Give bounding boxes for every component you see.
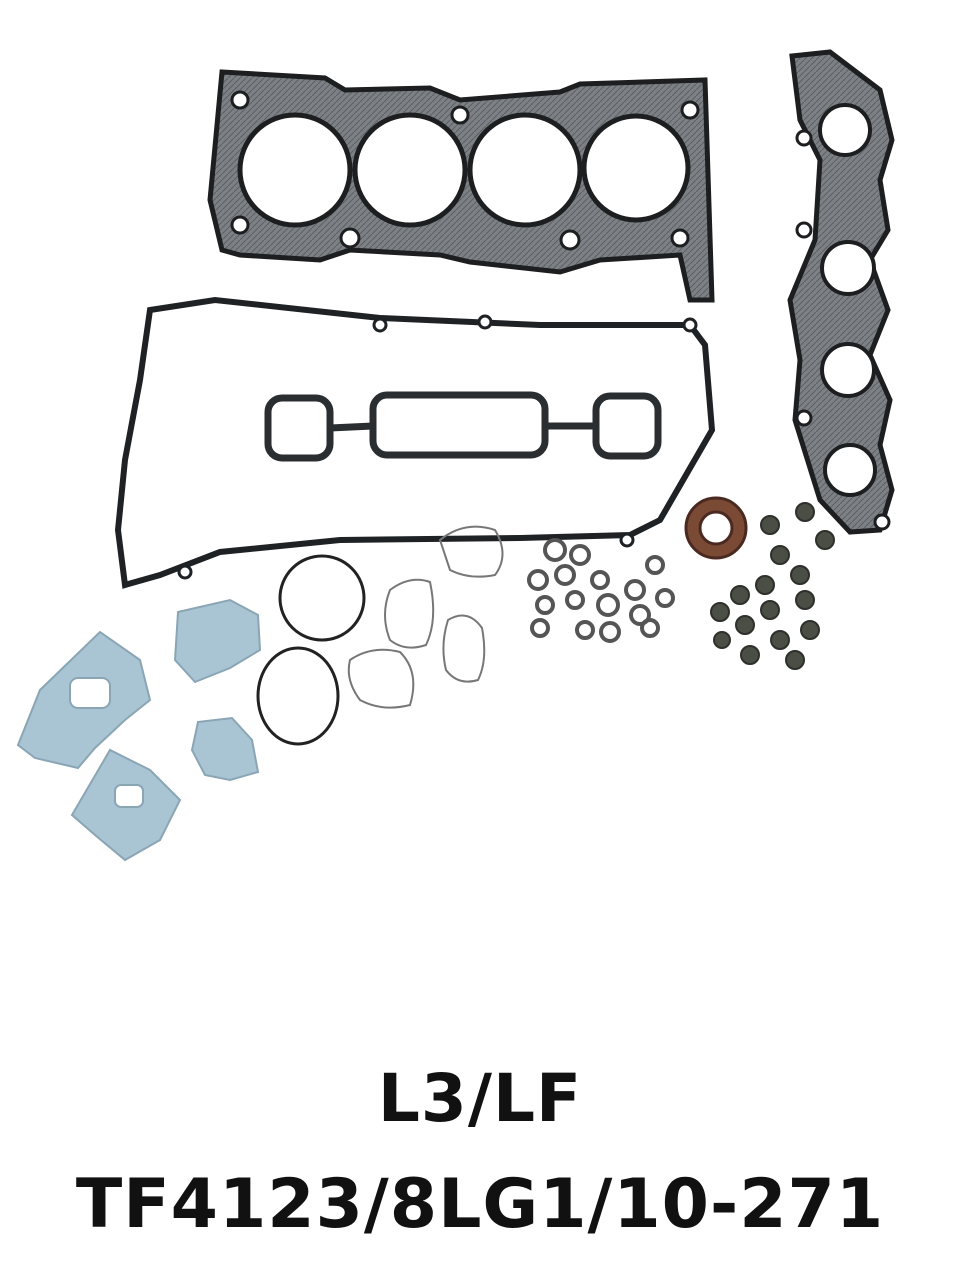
engine-code-label: L3/LF — [377, 1060, 583, 1137]
front-crank-seal — [684, 496, 748, 560]
o-rings — [256, 525, 504, 746]
cylinder-head-gasket — [207, 69, 715, 303]
part-number-label: TF4123/8LG1/10-271 — [75, 1165, 885, 1244]
spark-plug-tube-seals — [264, 391, 662, 462]
washers — [527, 538, 675, 643]
paper-gaskets — [16, 598, 262, 862]
intake-manifold-gasket — [787, 49, 895, 535]
product-photo — [16, 49, 895, 862]
valve-cover-gasket — [114, 296, 716, 589]
valve-stem-seals — [710, 502, 835, 670]
